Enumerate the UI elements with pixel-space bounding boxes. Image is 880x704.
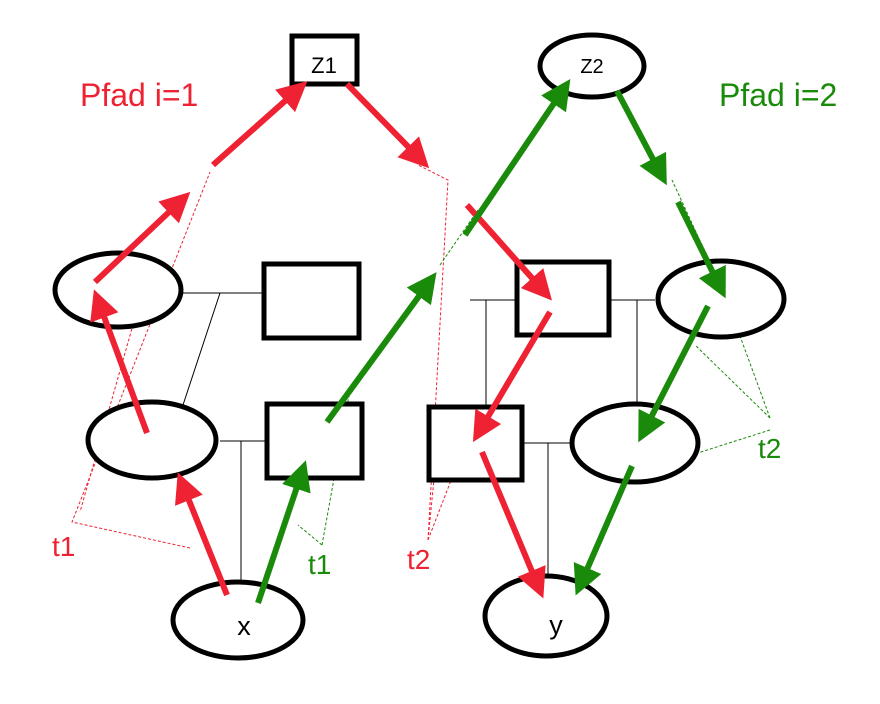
- path1-t2-label: t2: [407, 544, 430, 575]
- z1-node: [289, 33, 360, 87]
- y-label: y: [549, 610, 563, 640]
- path1-arrow-to-z1: [211, 81, 308, 168]
- path1-arrow-to-right-upper-square: [464, 203, 552, 301]
- path1-arrow-to-right-middle-square: [472, 310, 553, 443]
- right-middle-square: [426, 404, 525, 483]
- left-middle-square: [264, 401, 365, 481]
- z2-label: Z2: [580, 56, 603, 78]
- path2-arrow-to-right-middle-ellipse: [638, 304, 711, 443]
- path1-arrows: [90, 81, 553, 599]
- path1-arrow-from-z1: [344, 81, 430, 169]
- path1-arrow-upper-ellipse-up: [92, 191, 191, 285]
- dotted-lines-red: [71, 164, 456, 549]
- path2-arrow-x-to-middle-square: [255, 460, 311, 604]
- path2-arrow-from-z2: [614, 89, 667, 186]
- path1-arrow-to-y: [479, 450, 546, 599]
- connector-lines: [182, 292, 655, 588]
- left-middle-ellipse: [85, 399, 219, 481]
- path2-t2-label: t2: [758, 433, 781, 464]
- x-label: x: [237, 611, 251, 641]
- path2-arrow-middle-square-up: [324, 272, 437, 424]
- path2-arrow-to-right-upper-ellipse: [675, 200, 726, 299]
- y-node: [482, 573, 610, 659]
- left-upper-square: [261, 261, 362, 341]
- path1-arrow-middle-to-upper-ellipse: [90, 289, 150, 435]
- path1-arrow-x-to-middle-ellipse: [175, 472, 230, 597]
- right-middle-ellipse: [569, 401, 701, 485]
- path1-title: Pfad i=1: [80, 77, 198, 113]
- path1-t1-label: t1: [52, 531, 75, 562]
- path2-t1-label: t1: [308, 549, 331, 580]
- path2-arrow-to-z2: [462, 79, 571, 237]
- path2-arrow-to-y: [573, 464, 635, 596]
- path2-title: Pfad i=2: [719, 77, 837, 113]
- right-upper-ellipse: [655, 258, 787, 340]
- x-node: [170, 579, 306, 661]
- path2-arrows: [255, 79, 726, 604]
- z1-label: Z1: [311, 53, 337, 78]
